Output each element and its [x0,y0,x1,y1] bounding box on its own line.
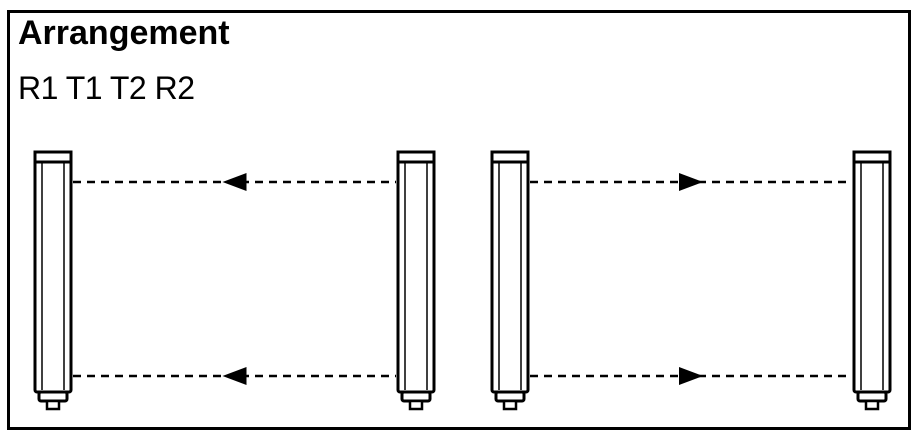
unit-top-cap [852,150,892,164]
unit-top-cap [490,150,530,164]
beams-layer [73,173,852,385]
unit-body [33,150,73,394]
beam-t2-r2-top [530,173,852,191]
unit-bottom-bracket [494,390,526,403]
unit-t1 [396,150,436,411]
beam-t2-r2-bottom [530,367,852,385]
beam-t1-r1-bottom [73,367,396,385]
unit-r2 [852,150,892,411]
unit-body [396,150,436,394]
unit-connector [864,399,880,411]
unit-connector [408,399,424,411]
beam-arrow-right-icon [679,367,703,385]
diagram-title: Arrangement [18,14,230,52]
unit-bottom-bracket [400,390,432,403]
unit-connector [45,399,61,411]
unit-connector [502,399,518,411]
unit-bottom-bracket [856,390,888,403]
units-layer [33,150,892,411]
unit-body [852,150,892,394]
beam-arrow-left-icon [222,173,247,191]
beam-t1-r1-top [73,173,396,191]
unit-top-cap [396,150,436,164]
arrangement-label: R1 T1 T2 R2 [18,70,195,106]
beam-arrow-right-icon [679,173,703,191]
unit-bottom-bracket [37,390,69,403]
unit-t2 [490,150,530,411]
beam-arrow-left-icon [222,367,247,385]
unit-r1 [33,150,73,411]
unit-body [490,150,530,394]
diagram-frame [7,10,911,430]
unit-top-cap [33,150,73,164]
